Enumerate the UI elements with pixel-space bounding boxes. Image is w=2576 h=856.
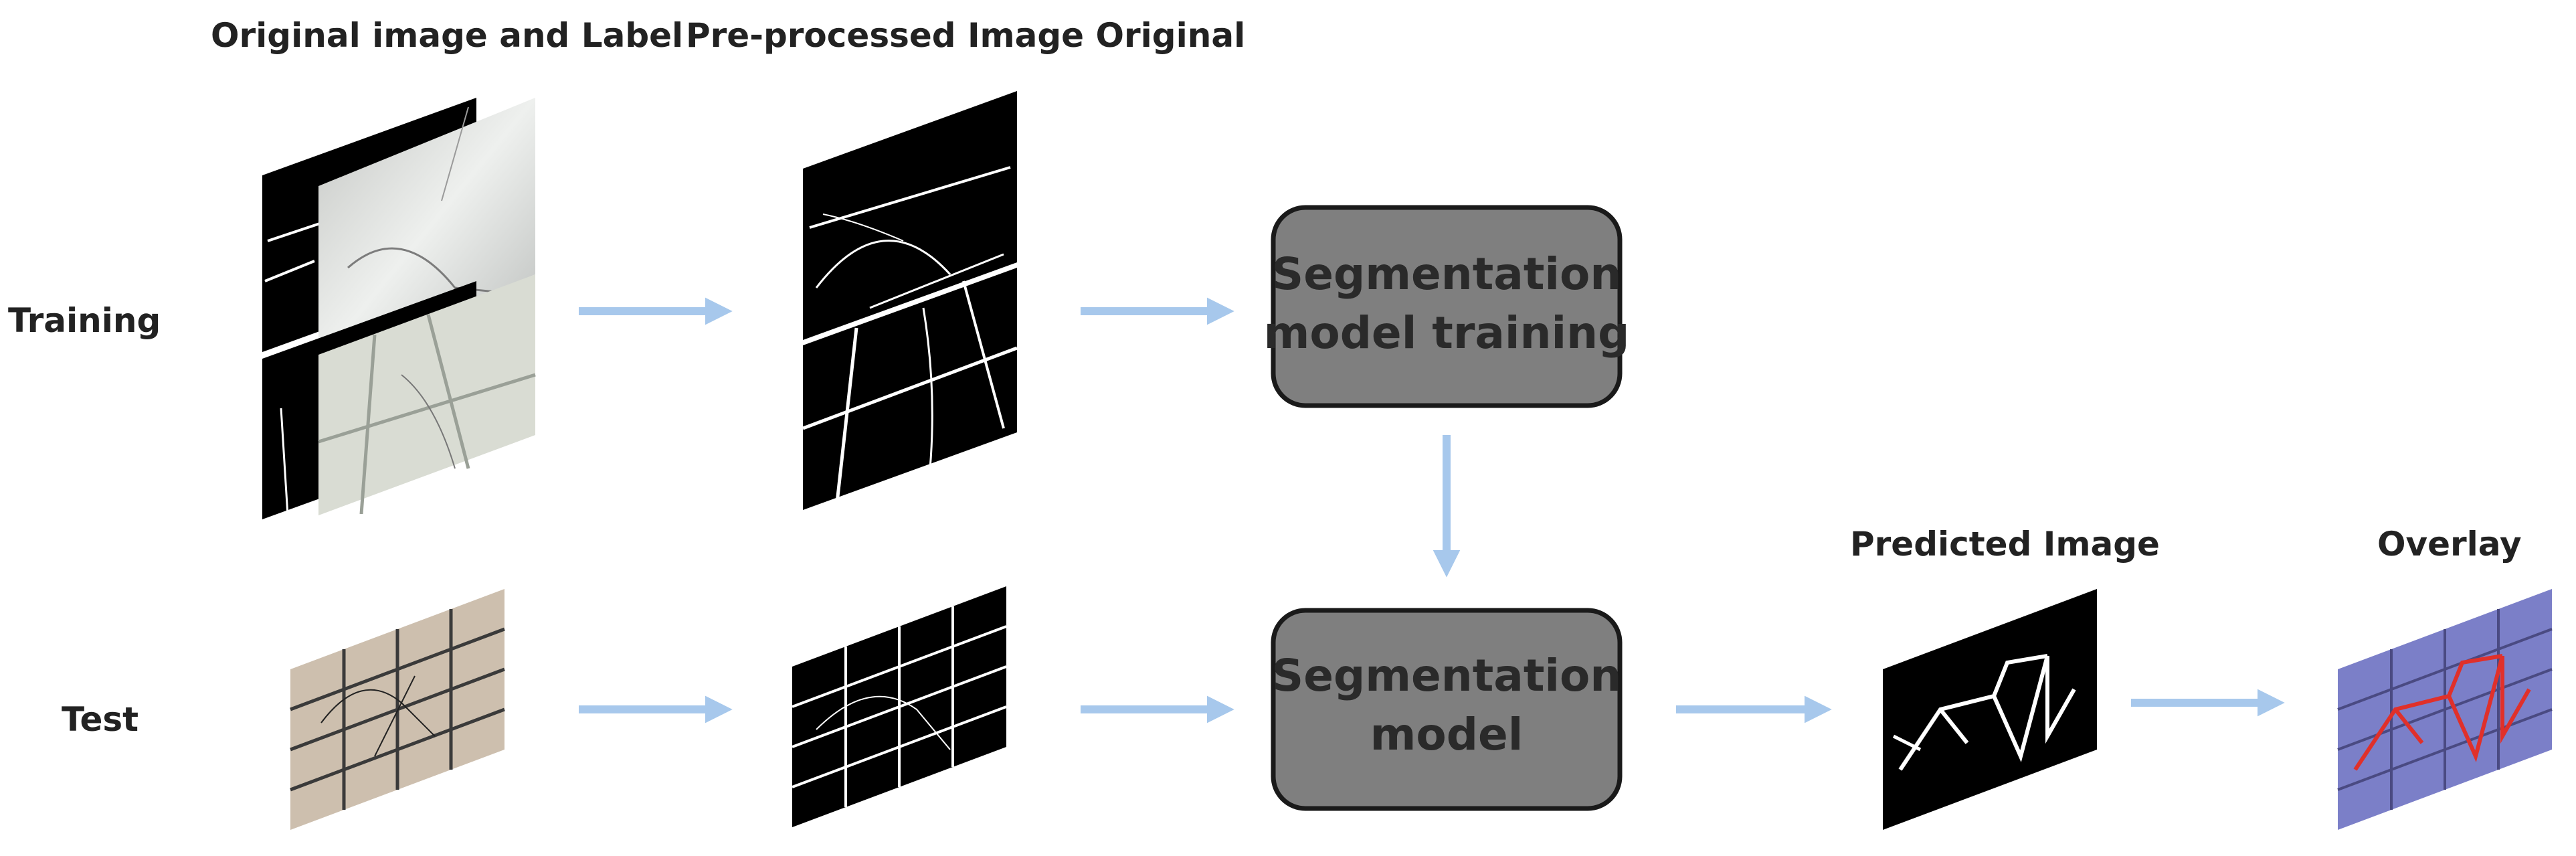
model-box-line-2: model xyxy=(1370,709,1524,760)
training-box-line-2: model training xyxy=(1264,307,1630,359)
row-label-training: Training xyxy=(8,301,161,340)
header-original-image-and-label: Original image and Label xyxy=(211,16,683,55)
training-box-line-1: Segmentation xyxy=(1272,248,1622,300)
row-label-test: Test xyxy=(62,700,139,739)
training-original-image-2 xyxy=(318,274,535,515)
header-preprocessed-image: Pre-processed Image Original xyxy=(686,16,1245,55)
test-preprocessed-image xyxy=(792,586,1007,827)
segmentation-model-box: Segmentation model xyxy=(1271,608,1623,811)
training-preprocessed-image-1 xyxy=(803,91,1017,340)
training-preprocessed-images xyxy=(802,91,1018,510)
overlay-image xyxy=(2337,589,2553,830)
training-original-and-label-images xyxy=(262,98,536,519)
header-overlay: Overlay xyxy=(2377,525,2522,564)
predicted-image xyxy=(1883,589,2097,830)
segmentation-model-training-box: Segmentation model training xyxy=(1264,205,1630,408)
header-predicted-image: Predicted Image xyxy=(1850,525,2160,564)
model-box-line-1: Segmentation xyxy=(1272,650,1622,701)
test-original-image xyxy=(290,589,505,830)
